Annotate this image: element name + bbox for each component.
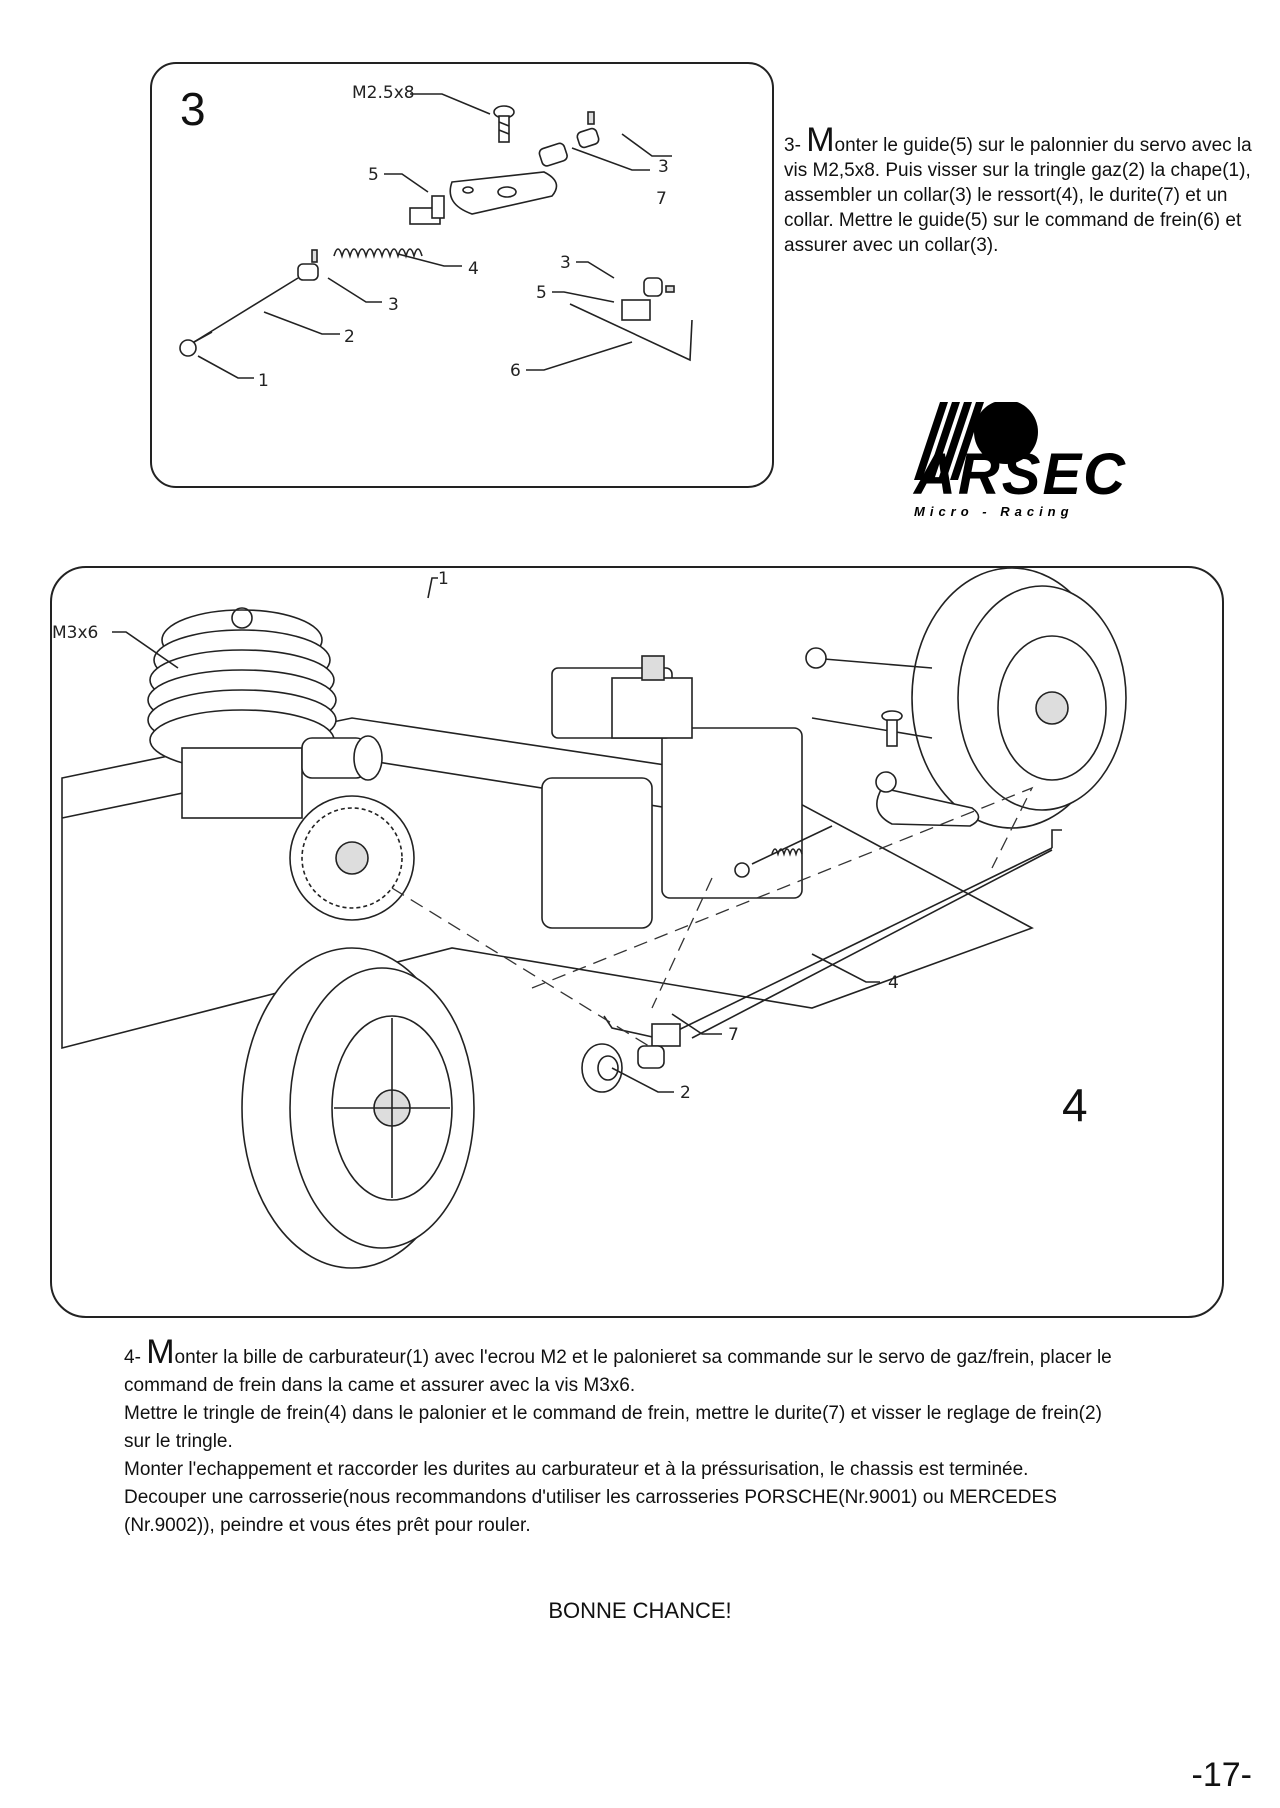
callout-4: 4	[468, 259, 479, 279]
assembly-guides	[391, 786, 1034, 1049]
step4-callout-labels: 1 M3x6 4 7 2	[52, 569, 899, 1103]
callout-5b: 5	[536, 283, 547, 303]
callout-m25x8: M2.5x8	[352, 83, 415, 103]
collar-3-top	[576, 111, 600, 149]
rear-wheel-left	[241, 947, 475, 1269]
step4-paragraph-2: Mettre le tringle de frein(4) dans le pa…	[124, 1403, 1102, 1452]
brake-linkage	[603, 829, 1062, 1047]
step4-number: 4	[1062, 1079, 1088, 1131]
step4-leader-lines	[112, 577, 880, 1093]
callout-3a: 3	[658, 157, 669, 177]
logo-circle	[974, 402, 1038, 464]
brake-servo-arm	[734, 771, 980, 878]
callout-7: 7	[728, 1025, 739, 1045]
step4-text-prefix: 4-	[124, 1347, 147, 1368]
step4-assembly-diagram: 1 M3x6 4 7 2	[52, 568, 1127, 1269]
callout-2: 2	[680, 1083, 691, 1103]
step3-text-initial: M	[806, 121, 835, 159]
step3-panel: 3	[150, 62, 774, 488]
callout-4: 4	[888, 973, 899, 993]
logo-tagline: Micro - Racing	[914, 504, 1074, 519]
page-number: -17-	[1191, 1756, 1252, 1794]
logo-stripes	[914, 402, 984, 480]
m3x6-screw	[881, 710, 903, 747]
tube-7	[538, 142, 568, 167]
servo	[611, 655, 693, 739]
step3-exploded-diagram: M2.5x8 5 3 7 4 3 2 1 3 5 6	[179, 83, 693, 391]
servo-arm	[449, 171, 558, 215]
step4-paragraph-4: Decouper une carrosserie(nous recommando…	[124, 1487, 1057, 1536]
collar-3-left	[297, 249, 319, 281]
step3-text-body: onter le guide(5) sur le palonnier du se…	[784, 135, 1252, 256]
step3-number: 3	[180, 83, 206, 135]
callout-6: 6	[510, 361, 521, 381]
step4-paragraph-3: Monter l'echappement et raccorder les du…	[124, 1459, 1029, 1480]
callout-1: 1	[258, 371, 269, 391]
callout-3c: 3	[560, 253, 571, 273]
callout-7: 7	[656, 189, 667, 209]
step4-instructions: 4- Monter la bille de carburateur(1) ave…	[124, 1335, 1124, 1540]
step3-text-prefix: 3-	[784, 135, 807, 156]
step3-instructions: 3- Monter le guide(5) sur le palonnier d…	[784, 123, 1254, 258]
engine	[147, 607, 337, 819]
spring-4	[333, 248, 423, 259]
logo-word: ARSEC	[912, 442, 1127, 507]
ball-joint-1	[179, 339, 197, 357]
carburettor	[301, 735, 383, 781]
step4-paragraph-1: 4- Monter la bille de carburateur(1) ave…	[124, 1335, 1124, 1400]
callout-5a: 5	[368, 165, 379, 185]
m25x8-screw	[493, 105, 515, 143]
step3-leader-lines	[197, 93, 672, 379]
brake-adjuster-2	[581, 1043, 623, 1093]
step4-panel: 1 M3x6 4 7 2 4	[50, 566, 1224, 1318]
callout-m3x6: M3x6	[52, 623, 98, 643]
brake-command-6	[569, 277, 693, 362]
step4-text-p1: onter la bille de carburateur(1) avec l'…	[124, 1347, 1112, 1396]
steering-linkage	[805, 647, 933, 739]
throttle-rod-2	[193, 277, 299, 343]
callout-3b: 3	[388, 295, 399, 315]
guide-5	[409, 195, 445, 225]
spur-gear	[289, 795, 415, 921]
arsec-logo: ARSEC Micro - Racing	[912, 402, 1127, 519]
front-wheel-right	[911, 568, 1127, 829]
callout-top-1: 1	[438, 569, 449, 589]
step3-callout-labels: M2.5x8 5 3 7 4 3 2 1 3 5 6	[258, 83, 669, 391]
closing-message: BONNE CHANCE!	[548, 1598, 732, 1623]
tube-7	[637, 1045, 665, 1069]
callout-2: 2	[344, 327, 355, 347]
step4-text-initial: M	[146, 1333, 175, 1371]
